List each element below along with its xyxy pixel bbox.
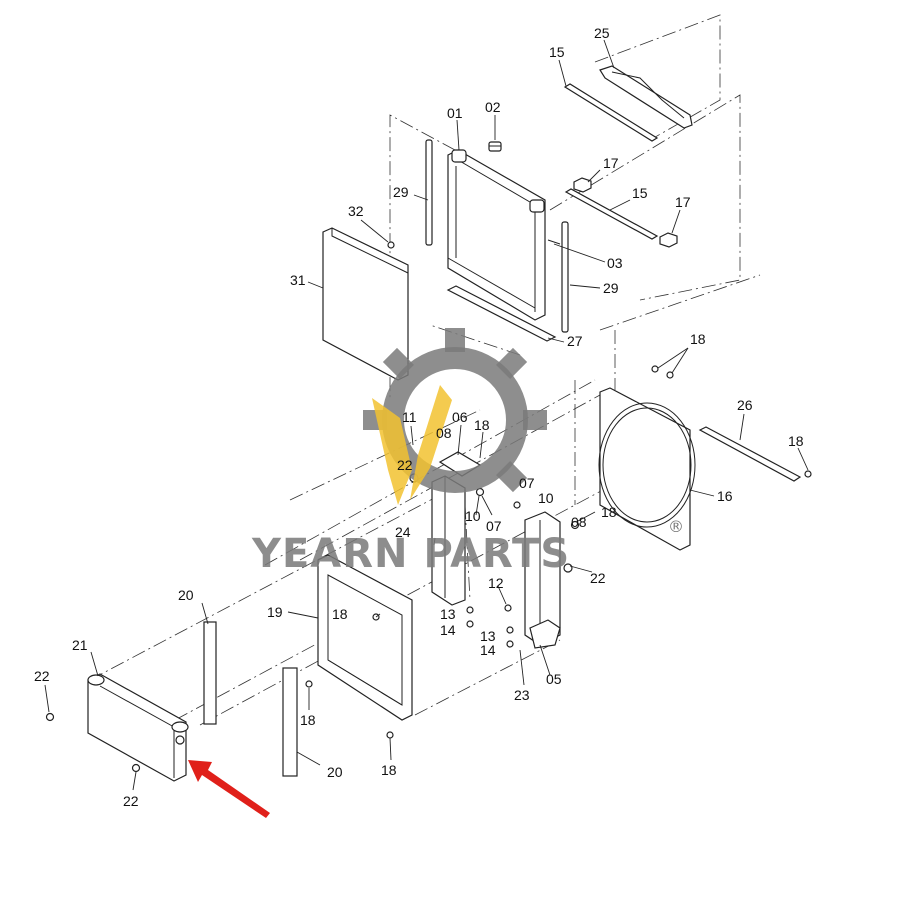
part-29-seal-left [425, 139, 433, 246]
part-15-seal-strip-lower [564, 188, 659, 240]
callout-18-mid: 18 [474, 417, 490, 433]
part-18-bolt-c [804, 470, 812, 478]
watermark-leaf-icon-2 [410, 385, 452, 500]
part-19-frame [317, 554, 413, 721]
callout-13-left: 13 [440, 606, 456, 622]
callout-17-upper: 17 [603, 155, 619, 171]
callout-22-bottom: 22 [123, 793, 139, 809]
callout-07-right: 07 [519, 475, 535, 491]
callout-20-lower: 20 [327, 764, 343, 780]
callout-18-right: 18 [788, 433, 804, 449]
callout-03: 03 [607, 255, 623, 271]
leader-lines [44, 39, 809, 791]
part-01-radiator [447, 149, 561, 321]
callout-08-mid: 08 [436, 425, 452, 441]
callout-13-right: 13 [480, 628, 496, 644]
part-14-bolt-a [466, 620, 474, 628]
part-15-seal-strip-upper [563, 83, 659, 142]
callout-07-left: 07 [486, 518, 502, 534]
part-10-bolt [475, 487, 485, 497]
part-18-bolt-b [666, 371, 674, 379]
part-16-fan-shroud [598, 387, 696, 551]
part-22-bolt-a [45, 712, 55, 722]
callout-12: 12 [488, 575, 504, 591]
part-29-seal-right [561, 221, 569, 333]
callout-18-plate: 18 [300, 712, 316, 728]
part-13-washer-a [466, 606, 474, 614]
callout-10-left: 10 [465, 508, 481, 524]
callout-02: 02 [485, 99, 501, 115]
callout-18-bottom: 18 [381, 762, 397, 778]
part-13-washer-b [506, 626, 514, 634]
part-21-oil-cooler [87, 673, 189, 782]
red-pointer-arrow-icon [188, 760, 270, 818]
callout-24: 24 [395, 524, 411, 540]
part-20-plate-upper [203, 621, 217, 725]
part-17-block-upper [573, 177, 592, 193]
callout-14-right: 14 [480, 642, 496, 658]
callout-29-right: 29 [603, 280, 619, 296]
part-08-washer [570, 520, 580, 530]
part-12-washer [504, 604, 512, 612]
callout-23: 23 [514, 687, 530, 703]
part-18-bolt-e [305, 680, 313, 688]
callout-15-upper: 15 [549, 44, 565, 60]
callout-11: 11 [402, 409, 417, 425]
callout-27: 27 [567, 333, 583, 349]
callout-17-lower: 17 [675, 194, 691, 210]
callout-31: 31 [290, 272, 306, 288]
part-25-bracket [599, 65, 693, 129]
callout-22-left: 22 [34, 668, 50, 684]
part-32-bolt [387, 241, 395, 249]
part-07-washer [513, 501, 521, 509]
callout-18-frame: 18 [332, 606, 348, 622]
callout-26: 26 [737, 397, 753, 413]
callout-05: 05 [546, 671, 562, 687]
callout-labels: 25 15 02 01 17 15 17 29 32 03 29 31 27 1… [34, 25, 804, 809]
part-27-bottom-seal [446, 285, 557, 342]
part-14-bolt-b [506, 640, 514, 648]
callout-32: 32 [348, 203, 364, 219]
callout-22-right: 22 [590, 570, 606, 586]
callout-22-mid: 22 [397, 457, 413, 473]
callout-16: 16 [717, 488, 733, 504]
callout-06: 06 [452, 409, 468, 425]
watermark-logo: YEARN PARTS ® [251, 328, 684, 577]
part-02-radiator-cap [488, 141, 502, 152]
part-20-plate-lower [282, 667, 298, 777]
callout-10-right: 10 [538, 490, 554, 506]
callout-20-upper: 20 [178, 587, 194, 603]
part-22-bolt-b [131, 763, 141, 773]
watermark-registered-mark: ® [668, 517, 684, 536]
part-17-block-lower [659, 232, 678, 248]
watermark-brand-text: YEARN PARTS [251, 531, 570, 577]
callout-18-column: 18 [601, 504, 617, 520]
watermark-leaf-icon [372, 398, 412, 505]
callout-08-right: 08 [571, 514, 587, 530]
part-23-05-column [524, 511, 561, 649]
part-18-bolt-a [651, 365, 659, 373]
callout-01: 01 [447, 105, 463, 121]
callout-19: 19 [267, 604, 283, 620]
callout-18-top: 18 [690, 331, 706, 347]
callout-25: 25 [594, 25, 610, 41]
part-26-strip [698, 426, 802, 482]
part-18-bolt-f [386, 731, 394, 739]
callout-14-left: 14 [440, 622, 456, 638]
callout-29-left: 29 [393, 184, 409, 200]
callout-15-lower: 15 [632, 185, 648, 201]
callout-21: 21 [72, 637, 88, 653]
